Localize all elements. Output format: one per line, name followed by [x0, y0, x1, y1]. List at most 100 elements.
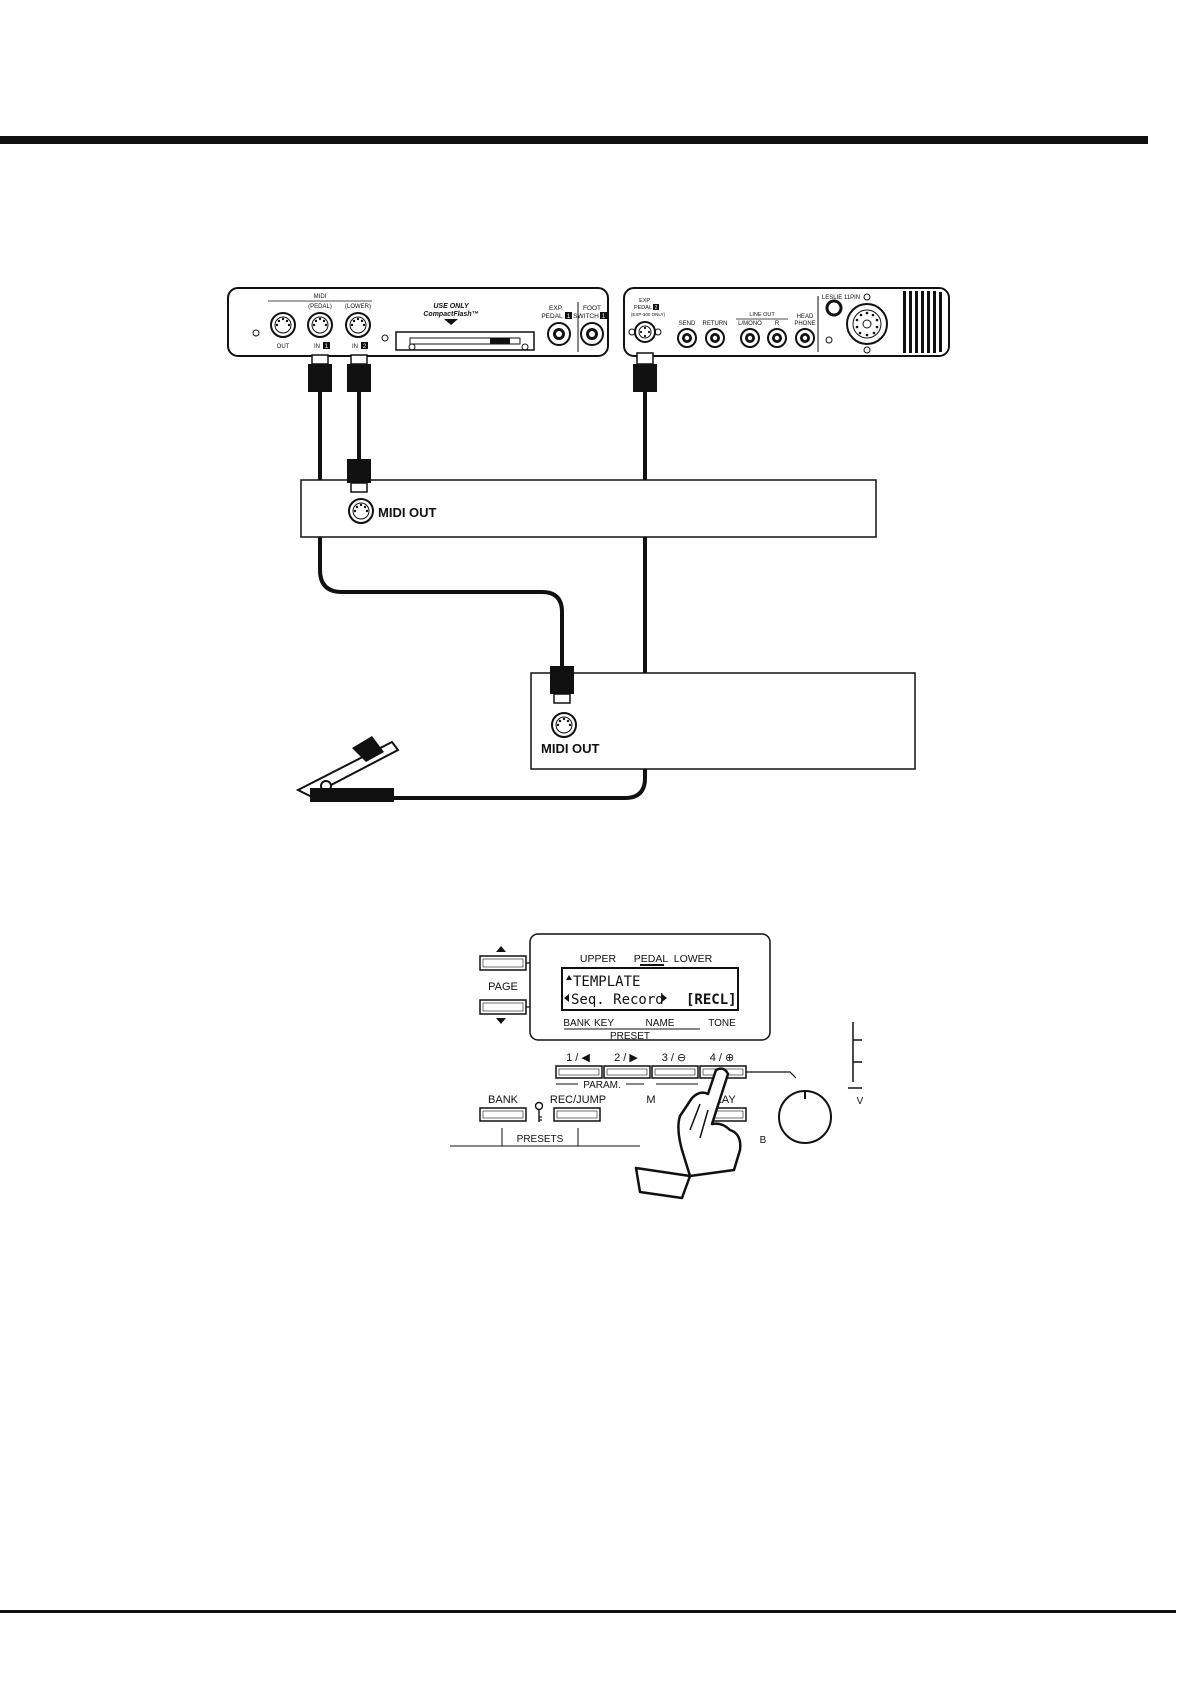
btn4-label: 4 / ⊕: [710, 1052, 735, 1064]
control-panel: PAGE UPPER PEDAL LOWER TEMPLATE Seq. Rec…: [450, 933, 864, 1200]
midi-pedal-label: (PEDAL): [308, 304, 332, 310]
screw-icon: [521, 343, 529, 351]
screw-icon: [654, 328, 662, 336]
external-device-2: MIDI OUT: [530, 666, 916, 770]
cf-use-only-label: USE ONLY: [433, 303, 470, 310]
page-down-button[interactable]: [479, 999, 527, 1015]
exp-pedal2-label: EXP.: [639, 298, 651, 304]
screw-icon: [825, 336, 833, 344]
rec-jump-button[interactable]: [553, 1107, 601, 1122]
btn1-label: 1 / ◀: [566, 1052, 590, 1064]
lcd-pedal-label: PEDAL: [634, 953, 669, 965]
page-up-arrow-icon: [496, 946, 506, 952]
key-icon: [534, 1101, 544, 1122]
lcd-right-arrow-icon: [662, 994, 667, 1002]
lcd-tone-label: TONE: [708, 1018, 736, 1029]
line-out-r-jack[interactable]: [767, 328, 787, 348]
cf-brand-label: CompactFlash™: [423, 311, 478, 318]
leslie-label: LESLIE 11PIN: [822, 295, 860, 301]
m-label: M: [646, 1094, 655, 1106]
midi-group-label: MIDI: [314, 294, 327, 300]
plug-in2: [347, 354, 371, 392]
b-label: B: [760, 1135, 767, 1146]
leslie-ground-icon: [825, 299, 843, 317]
exp-pedal1-jack[interactable]: [547, 322, 571, 346]
btn2-label: 2 / ▶: [614, 1052, 638, 1064]
lcd-line2-right: [RECL]: [686, 992, 737, 1008]
bank-button[interactable]: [479, 1107, 527, 1122]
vent-grille-icon: [903, 291, 942, 353]
headphone-jack[interactable]: [795, 328, 815, 348]
device1-midi-out-label: MIDI OUT: [378, 505, 437, 520]
arrow-down-icon: [444, 319, 458, 325]
lcd-upper-label: UPPER: [580, 953, 617, 965]
leslie-11pin-port[interactable]: [846, 303, 888, 345]
headphone-label2: PHONE: [794, 321, 815, 327]
line-out-label: LINE OUT: [749, 312, 775, 318]
pointing-hand-icon: [634, 1067, 742, 1200]
lcd-key-label: KEY: [594, 1018, 614, 1029]
device2-midi-out-port[interactable]: [551, 712, 577, 738]
v-label: V: [857, 1096, 864, 1107]
header-rule: [0, 136, 1148, 144]
return-label: RETURN: [703, 321, 728, 327]
page-up-button[interactable]: [479, 955, 527, 971]
lcd-line1: TEMPLATE: [573, 974, 640, 990]
exp-pedal1-badge: 1: [567, 314, 571, 320]
lcd-bank-label: BANK: [563, 1018, 591, 1029]
send-label: SEND: [679, 321, 696, 327]
midi-out-port[interactable]: [270, 312, 296, 338]
page-label: PAGE: [488, 981, 518, 993]
device2-plug: [550, 666, 574, 694]
expression-pedal-icon: [295, 736, 400, 802]
midi-in1-port[interactable]: [307, 312, 333, 338]
exp-pedal1-label: EXP.: [549, 305, 563, 312]
button-2[interactable]: [603, 1065, 651, 1079]
line-out-l-jack[interactable]: [740, 328, 760, 348]
cables: [318, 390, 647, 800]
exp-pedal2-label2: PEDAL: [634, 305, 652, 311]
rear-panel-left: MIDI (PEDAL) (LOWER) OUT IN 1 IN 2: [227, 287, 609, 357]
lcd-line2-left: Seq. Record: [571, 992, 664, 1008]
foot-switch-jack[interactable]: [580, 322, 604, 346]
screw-icon: [408, 343, 416, 351]
rec-jump-label: REC/JUMP: [550, 1094, 606, 1106]
lcd-name-label: NAME: [646, 1018, 675, 1029]
page-down-arrow-icon: [496, 1018, 506, 1024]
external-device-1: MIDI OUT: [300, 459, 877, 538]
midi-in2-badge: 2: [363, 344, 367, 350]
btn3-label: 3 / ⊖: [662, 1052, 687, 1064]
button-1[interactable]: [555, 1065, 603, 1079]
footer-rule: [0, 1610, 1176, 1613]
rear-panel-right: EXP. PEDAL 2 (EXP-100 ONLY) SEND RETURN …: [623, 287, 950, 357]
foot-switch-label2: SWITCH: [573, 313, 599, 320]
button-3[interactable]: [651, 1065, 699, 1079]
midi-in2-port[interactable]: [345, 312, 371, 338]
exp-pedal2-note: (EXP-100 ONLY): [631, 312, 666, 317]
exp-pedal2-badge: 2: [655, 305, 658, 311]
cable-pedal: [393, 390, 647, 800]
cable-in1-to-device2: [318, 390, 564, 666]
screw-icon: [252, 329, 260, 337]
r-label: R: [775, 321, 780, 327]
return-jack[interactable]: [705, 328, 725, 348]
headphone-label: HEAD: [797, 314, 814, 320]
volume-knob[interactable]: [778, 1090, 832, 1144]
param-label: PARAM.: [583, 1080, 621, 1091]
presets-label: PRESETS: [517, 1134, 564, 1145]
device1-midi-out-port[interactable]: [348, 498, 374, 524]
midi-out-label: OUT: [277, 344, 290, 350]
device2-midi-out-label: MIDI OUT: [541, 741, 600, 756]
device1-plug: [347, 459, 371, 483]
lcd-left-arrow-icon: [564, 994, 569, 1002]
send-jack[interactable]: [677, 328, 697, 348]
midi-in1-label: IN: [314, 344, 320, 350]
foot-switch-label: FOOT: [583, 305, 601, 312]
lmono-label: L/MONO: [738, 321, 762, 327]
midi-lower-label: (LOWER): [345, 304, 371, 310]
exp-pedal1-label2: PEDAL: [541, 313, 563, 320]
compactflash-slot[interactable]: [395, 331, 535, 351]
exp-pedal2-port[interactable]: [634, 321, 656, 343]
plug-in1: [308, 354, 332, 392]
